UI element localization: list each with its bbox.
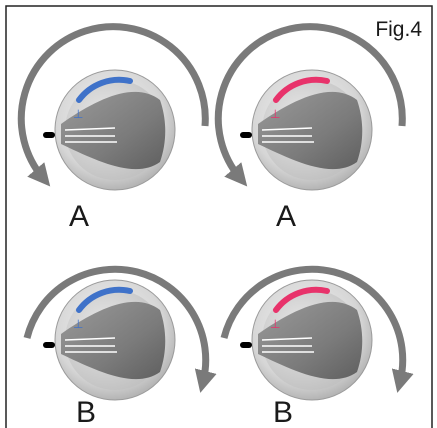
temperature-indicator — [76, 286, 133, 313]
knob-grip-lines — [64, 127, 117, 143]
dial-bottom-right: ⊥ — [220, 265, 414, 401]
tap-icon: ⊥ — [73, 107, 83, 121]
tap-icon: ⊥ — [270, 107, 280, 121]
dial-knob — [61, 301, 166, 380]
dial-marker — [43, 132, 55, 138]
tap-icon: ⊥ — [270, 317, 280, 331]
dial-top-left: ⊥ — [17, 23, 209, 191]
knob-grip-lines — [64, 337, 117, 353]
dial-label-2: A — [276, 200, 296, 233]
knob-grip-lines — [261, 337, 314, 353]
dial-top-right: ⊥ — [214, 23, 406, 191]
figure-frame — [5, 5, 433, 428]
dial-marker — [240, 342, 252, 348]
knob-grip-lines — [261, 127, 314, 143]
dial-label-1: A — [69, 200, 89, 233]
temperature-indicator — [76, 76, 133, 103]
dial-bottom-left: ⊥ — [23, 265, 217, 401]
rotation-arrow-clockwise — [220, 265, 414, 393]
dial-label-3: B — [76, 396, 96, 428]
dial-knob — [258, 301, 363, 380]
dial-knob — [61, 91, 166, 170]
tap-icon: ⊥ — [73, 317, 83, 331]
dial-knob — [258, 91, 363, 170]
figure-title: Fig.4 — [375, 18, 422, 41]
dial-label-4: B — [273, 396, 293, 428]
dial-marker — [43, 342, 55, 348]
temperature-indicator — [273, 76, 330, 103]
dial-marker — [240, 132, 252, 138]
rotation-arrow-clockwise — [23, 265, 217, 393]
temperature-indicator — [273, 286, 330, 313]
rotation-arrow-counterclockwise — [17, 23, 209, 187]
rotation-arrow-counterclockwise — [214, 23, 406, 187]
